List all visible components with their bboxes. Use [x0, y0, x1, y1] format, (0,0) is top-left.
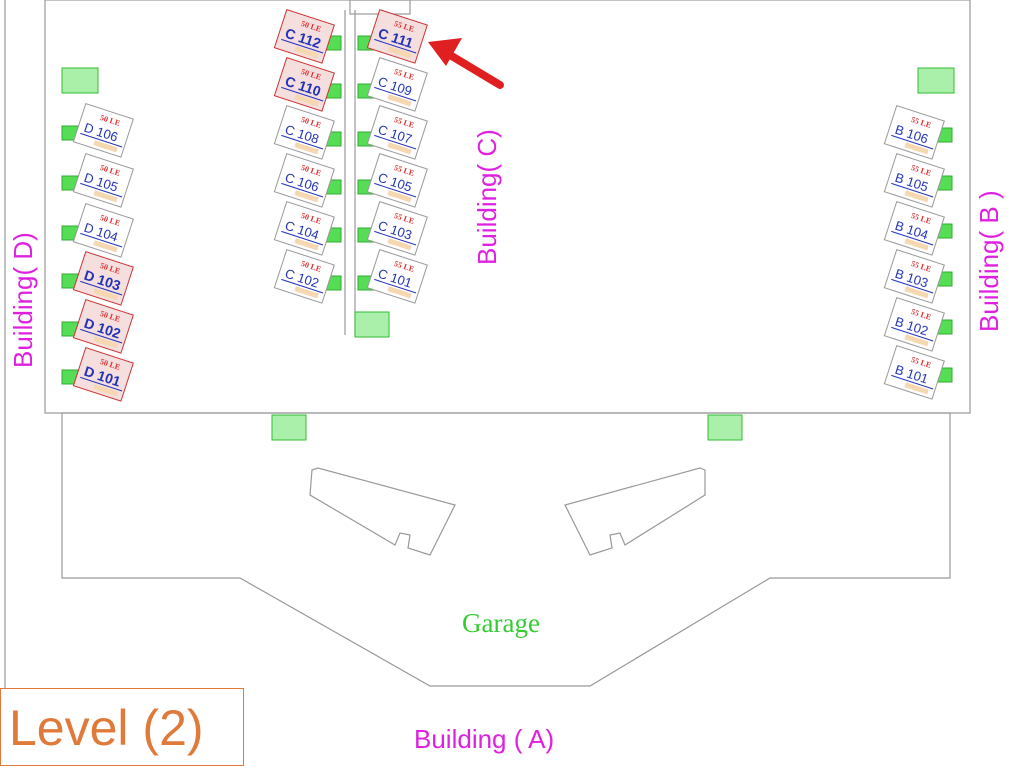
unit-d-103[interactable]: 50 LED 103: [61, 251, 134, 306]
unit-b-103[interactable]: 55 LEB 103: [883, 249, 953, 304]
unit-c-111[interactable]: 55 LEC 111: [357, 9, 428, 64]
ramp-left: [309, 467, 456, 556]
unit-b-106[interactable]: 55 LEB 106: [883, 105, 953, 160]
unit-card: [883, 297, 945, 352]
level-title: Level (2): [0, 688, 244, 766]
unit-card: [72, 103, 134, 158]
unit-card: [883, 201, 945, 256]
unit-b-101[interactable]: 55 LEB 101: [883, 345, 953, 400]
unit-card: [883, 105, 945, 160]
garage-outline: [61, 412, 951, 687]
unit-card: [72, 347, 134, 402]
stair-icon: [271, 414, 307, 441]
unit-card: [366, 9, 428, 64]
unit-c-106[interactable]: 50 LEC 106: [273, 153, 342, 208]
unit-c-104[interactable]: 50 LEC 104: [273, 201, 342, 256]
unit-d-106[interactable]: 50 LED 106: [61, 103, 134, 158]
unit-card: [883, 249, 945, 304]
unit-d-101[interactable]: 50 LED 101: [61, 347, 134, 402]
arrow-icon: [428, 38, 504, 89]
unit-card: [273, 201, 335, 256]
ramp-right: [564, 467, 706, 556]
stair-icon: [707, 414, 743, 441]
unit-c-102[interactable]: 50 LEC 102: [273, 249, 342, 304]
unit-c-103[interactable]: 55 LEC 103: [357, 201, 428, 256]
unit-card: [366, 249, 428, 304]
unit-card: [273, 9, 335, 64]
unit-card: [273, 105, 335, 160]
upper-building-outline: [44, 0, 971, 414]
unit-card: [273, 249, 335, 304]
unit-b-102[interactable]: 55 LEB 102: [883, 297, 953, 352]
unit-card: [72, 153, 134, 208]
unit-card: [366, 105, 428, 160]
unit-d-102[interactable]: 50 LED 102: [61, 299, 134, 354]
unit-b-105[interactable]: 55 LEB 105: [883, 153, 953, 208]
unit-card: [72, 299, 134, 354]
unit-card: [72, 203, 134, 258]
unit-card: [72, 251, 134, 306]
unit-card: [366, 57, 428, 112]
unit-c-108[interactable]: 50 LEC 108: [273, 105, 342, 160]
unit-c-112[interactable]: 50 LEC 112: [273, 9, 342, 64]
unit-c-101[interactable]: 55 LEC 101: [357, 249, 428, 304]
unit-c-110[interactable]: 50 LEC 110: [273, 57, 342, 112]
unit-card: [883, 345, 945, 400]
unit-card: [883, 153, 945, 208]
unit-card: [366, 201, 428, 256]
stair-icon: [917, 67, 955, 94]
garage-label: Garage: [462, 608, 540, 638]
building-c-label: Building( C): [472, 129, 502, 265]
stair-icon: [354, 311, 390, 338]
building-d-label: Building( D): [8, 232, 38, 368]
building-a-label: Building ( A): [414, 724, 555, 754]
stair-icon: [61, 67, 99, 94]
unit-c-109[interactable]: 55 LEC 109: [357, 57, 428, 112]
building-b-label: Building( B ): [974, 190, 1004, 332]
unit-c-105[interactable]: 55 LEC 105: [357, 153, 428, 208]
unit-card: [366, 153, 428, 208]
unit-d-104[interactable]: 50 LED 104: [61, 203, 134, 258]
unit-card: [273, 57, 335, 112]
unit-c-107[interactable]: 55 LEC 107: [357, 105, 428, 160]
unit-d-105[interactable]: 50 LED 105: [61, 153, 134, 208]
unit-b-104[interactable]: 55 LEB 104: [883, 201, 953, 256]
unit-card: [273, 153, 335, 208]
